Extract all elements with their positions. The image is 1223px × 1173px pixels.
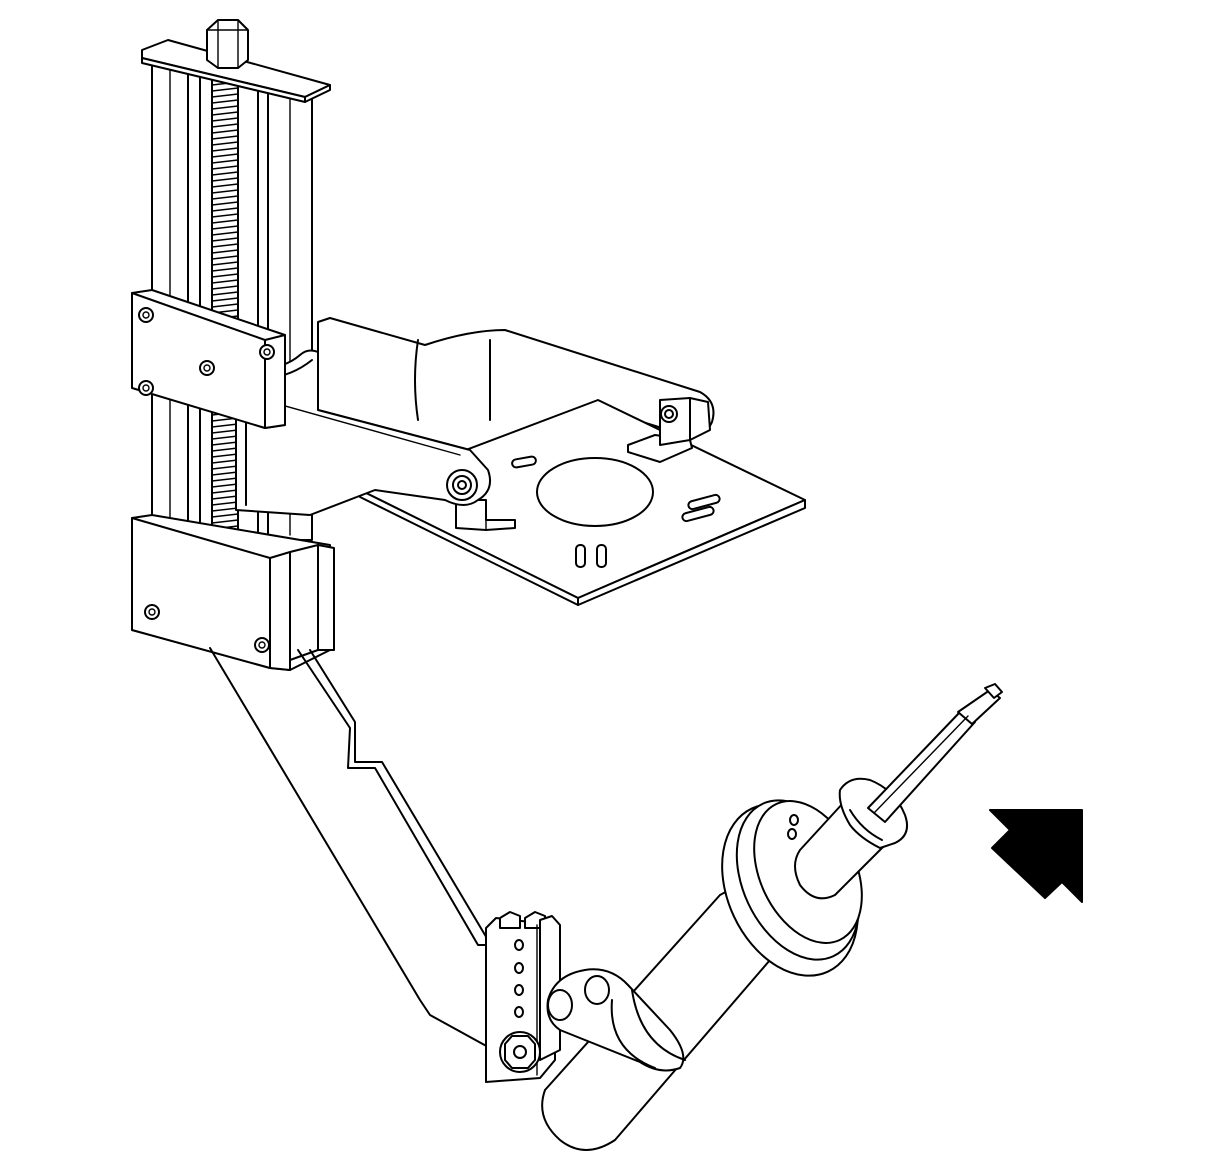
screw-thread <box>211 273 239 278</box>
direction-arrow <box>989 809 1083 903</box>
screw-thread <box>211 495 239 500</box>
screw-thread <box>211 483 239 488</box>
screw-thread <box>211 513 239 518</box>
screw-thread <box>211 477 239 482</box>
screw-thread <box>211 267 239 272</box>
screw-thread <box>211 219 239 224</box>
screw-thread <box>211 99 239 104</box>
arm-pivot-nut <box>446 469 478 501</box>
screw-thread <box>211 123 239 128</box>
screw-thread <box>211 255 239 260</box>
screw-thread <box>211 447 239 452</box>
screw-thread <box>211 93 239 98</box>
screw-thread <box>211 141 239 146</box>
screw-thread <box>211 279 239 284</box>
screw-thread <box>211 177 239 182</box>
screw-thread <box>211 213 239 218</box>
screw-thread <box>211 153 239 158</box>
screw-thread <box>211 87 239 92</box>
screw-thread <box>211 135 239 140</box>
screw-thread <box>211 237 239 242</box>
hex-nut-top <box>206 19 249 69</box>
screw-thread <box>211 165 239 170</box>
screw-thread <box>211 225 239 230</box>
screw-thread <box>211 435 239 440</box>
plate-bracket-right <box>627 397 711 463</box>
screw-thread <box>211 183 239 188</box>
screw-thread <box>211 231 239 236</box>
screw-thread <box>211 471 239 476</box>
screw-thread <box>211 117 239 122</box>
screw-thread <box>211 249 239 254</box>
screw-thread <box>211 519 239 524</box>
screw-thread <box>211 159 239 164</box>
screw-thread <box>211 111 239 116</box>
screw-thread <box>211 243 239 248</box>
screw-thread <box>211 291 239 296</box>
clamp-bolt <box>499 1031 541 1073</box>
forcing-screw <box>211 69 239 533</box>
screw-thread <box>211 465 239 470</box>
upper-mounting-plate <box>359 399 806 606</box>
screw-thread <box>211 171 239 176</box>
screw-thread <box>211 129 239 134</box>
screw-thread <box>211 201 239 206</box>
screw-thread <box>211 303 239 308</box>
screw-thread <box>211 207 239 212</box>
screw-thread <box>211 147 239 152</box>
strut-assembly <box>541 777 908 1151</box>
screw-thread <box>211 429 239 434</box>
screw-thread <box>211 459 239 464</box>
lower-extension-arm <box>209 647 493 1049</box>
screw-thread <box>211 105 239 110</box>
screw-thread <box>211 501 239 506</box>
screw-thread <box>211 189 239 194</box>
screw-thread <box>211 261 239 266</box>
screw-thread <box>211 507 239 512</box>
screw-thread <box>211 285 239 290</box>
screw-thread <box>211 195 239 200</box>
screw-thread <box>211 297 239 302</box>
screw-thread <box>211 423 239 428</box>
plate-bracket-left <box>455 499 516 531</box>
strut-piston-rod <box>867 683 1003 823</box>
lower-slide-block <box>131 514 335 671</box>
screw-thread <box>211 453 239 458</box>
screw-thread <box>211 441 239 446</box>
upper-slide-block <box>131 289 286 429</box>
screw-thread <box>211 489 239 494</box>
